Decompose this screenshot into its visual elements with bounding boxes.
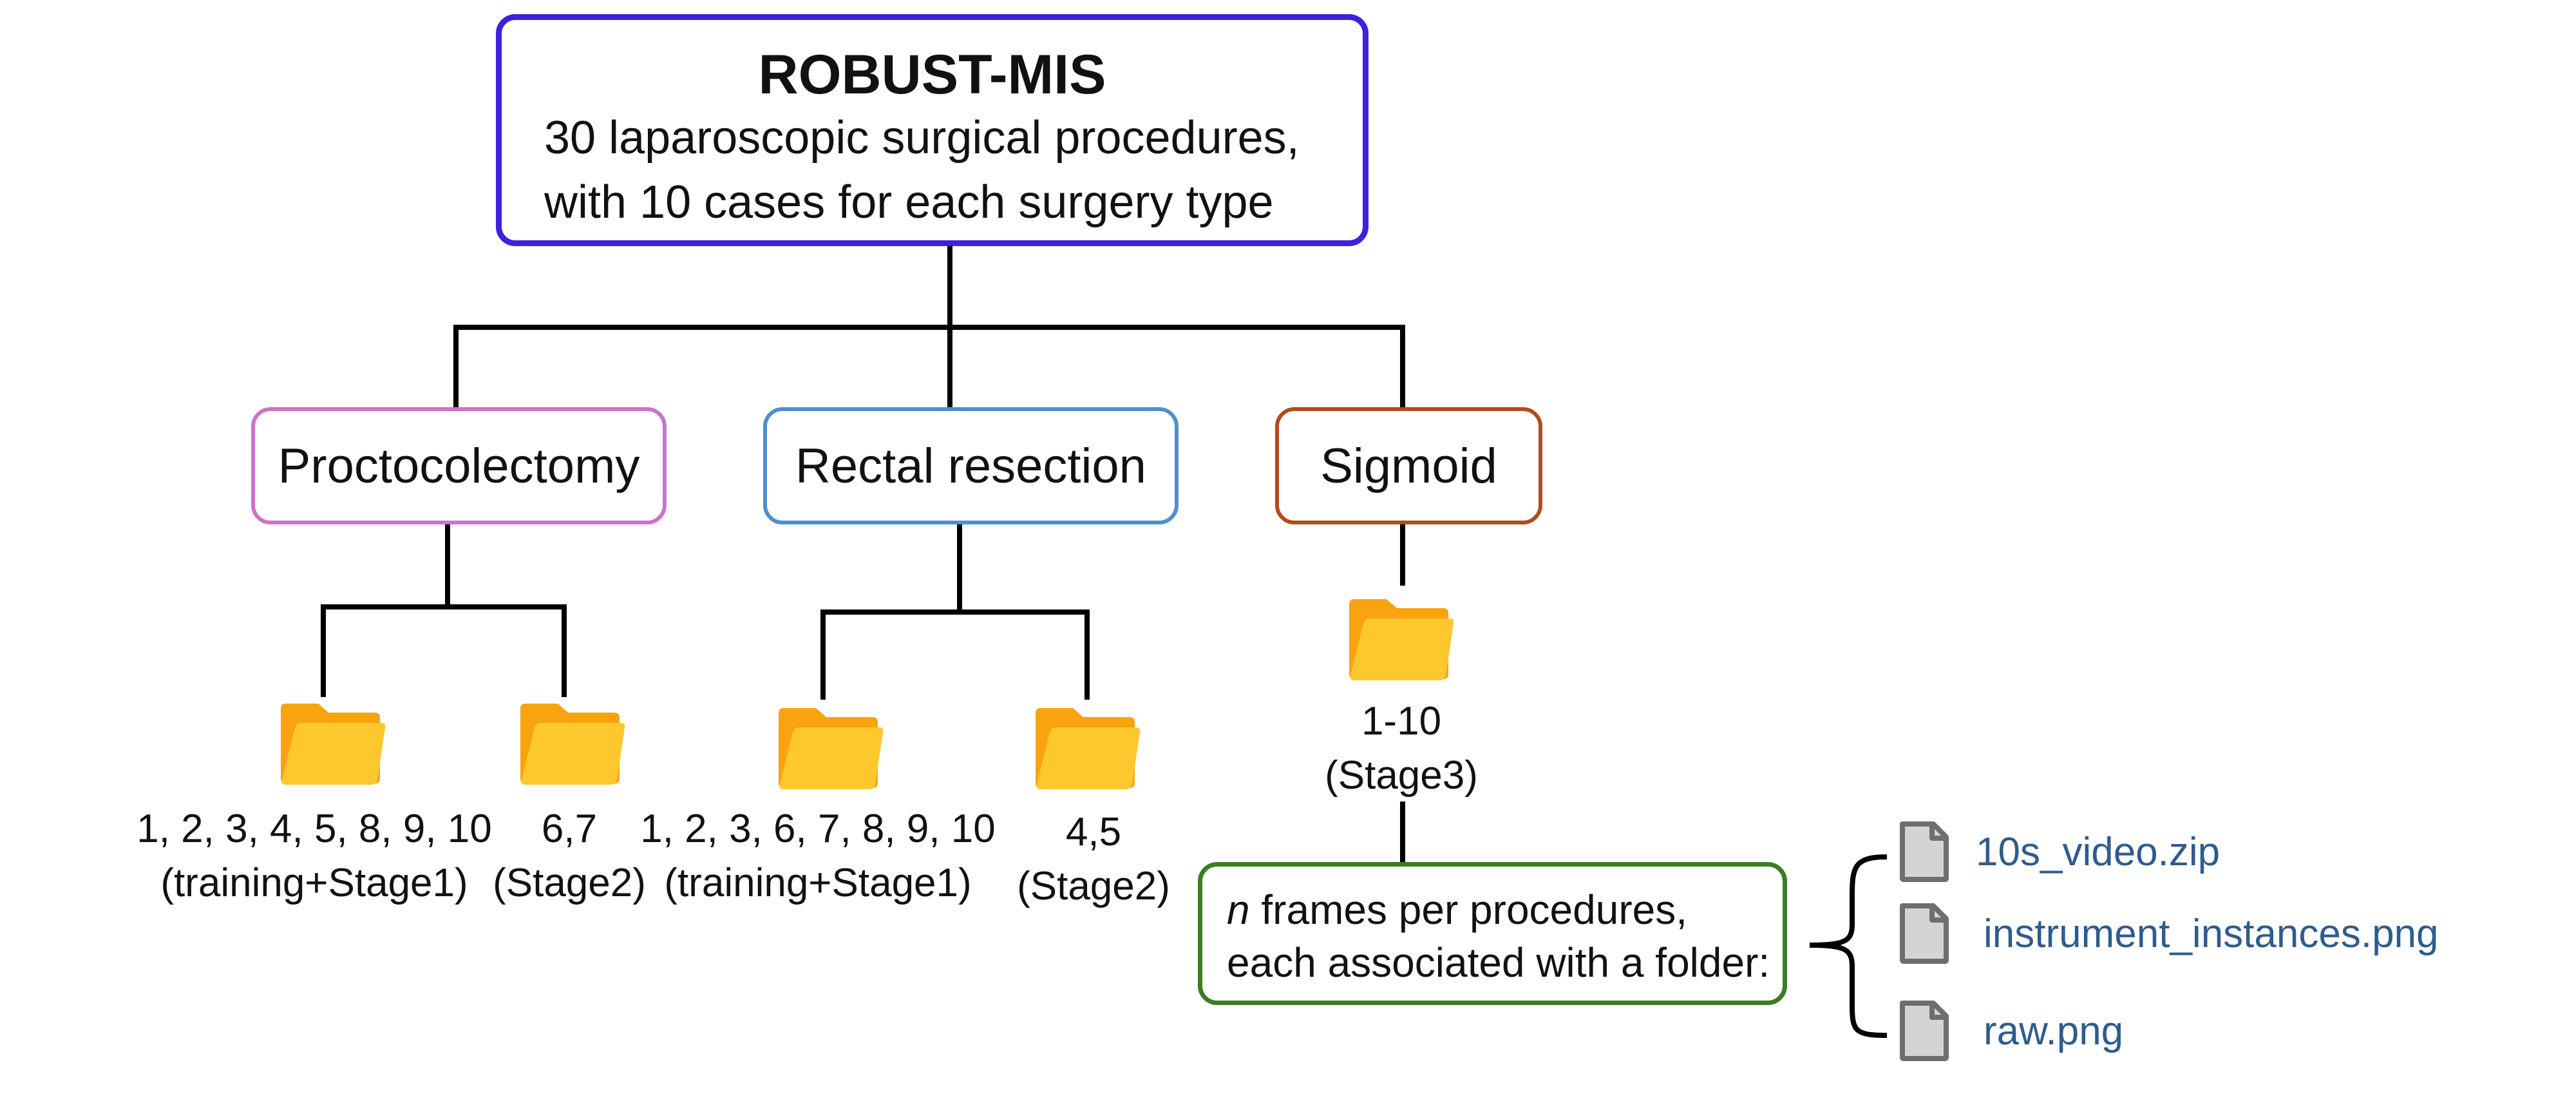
file-item-instrument-instances: instrument_instances.png	[1899, 903, 2439, 964]
root-description-line-2: with 10 cases for each surgery type	[544, 177, 1274, 228]
frames-n: n	[1227, 887, 1250, 933]
folder-stage: (Stage2)	[1017, 864, 1170, 908]
file-icon	[1900, 1001, 1949, 1061]
folder-label-proctocolectomy-stage2: 6,7 (Stage2)	[493, 802, 646, 910]
file-name: instrument_instances.png	[1984, 911, 2439, 956]
frames-line-1: n frames per procedures,	[1227, 886, 1687, 934]
frames-box: n frames per procedures, each associated…	[1198, 862, 1787, 1005]
folder-stage: (training+Stage1)	[160, 861, 468, 905]
root-box: ROBUST-MIS 30 laparoscopic surgical proc…	[496, 14, 1368, 246]
file-icon	[1900, 821, 1949, 882]
folder-label-rectal-stage2: 4,5 (Stage2)	[1017, 805, 1170, 914]
category-rectal-resection: Rectal resection	[763, 407, 1179, 524]
folder-label-sigmoid-stage3: 1-10 (Stage3)	[1325, 695, 1478, 803]
frames-line-1-text: frames per procedures,	[1249, 887, 1687, 933]
folder-cases: 4,5	[1065, 810, 1122, 854]
category-sigmoid: Sigmoid	[1275, 407, 1542, 524]
folder-stage: (Stage3)	[1325, 753, 1478, 798]
folder-icon	[1349, 599, 1454, 680]
file-icon	[1900, 903, 1949, 964]
folder-icon	[520, 704, 625, 785]
folder-cases: 1-10	[1361, 699, 1442, 743]
folder-cases: 6,7	[541, 807, 598, 851]
root-title: ROBUST-MIS	[758, 44, 1106, 106]
root-description-line-1: 30 laparoscopic surgical procedures,	[544, 112, 1300, 164]
file-item-raw: raw.png	[1899, 1001, 2123, 1061]
category-proctocolectomy: Proctocolectomy	[251, 407, 667, 524]
file-name: 10s_video.zip	[1976, 829, 2221, 874]
folder-stage: (Stage2)	[493, 861, 646, 905]
folder-label-proctocolectomy-training: 1, 2, 3, 4, 5, 8, 9, 10 (training+Stage1…	[137, 802, 492, 910]
file-name: raw.png	[1984, 1008, 2124, 1053]
folder-cases: 1, 2, 3, 6, 7, 8, 9, 10	[640, 807, 996, 851]
folder-icon	[779, 708, 884, 789]
frames-line-2: each associated with a folder:	[1227, 939, 1770, 986]
folder-label-rectal-training: 1, 2, 3, 6, 7, 8, 9, 10 (training+Stage1…	[640, 802, 996, 910]
file-item-10s-video: 10s_video.zip	[1899, 821, 2220, 882]
folder-stage: (training+Stage1)	[664, 861, 972, 905]
folder-icon	[1036, 708, 1141, 789]
folder-icon	[281, 704, 386, 785]
folder-cases: 1, 2, 3, 4, 5, 8, 9, 10	[137, 807, 492, 851]
